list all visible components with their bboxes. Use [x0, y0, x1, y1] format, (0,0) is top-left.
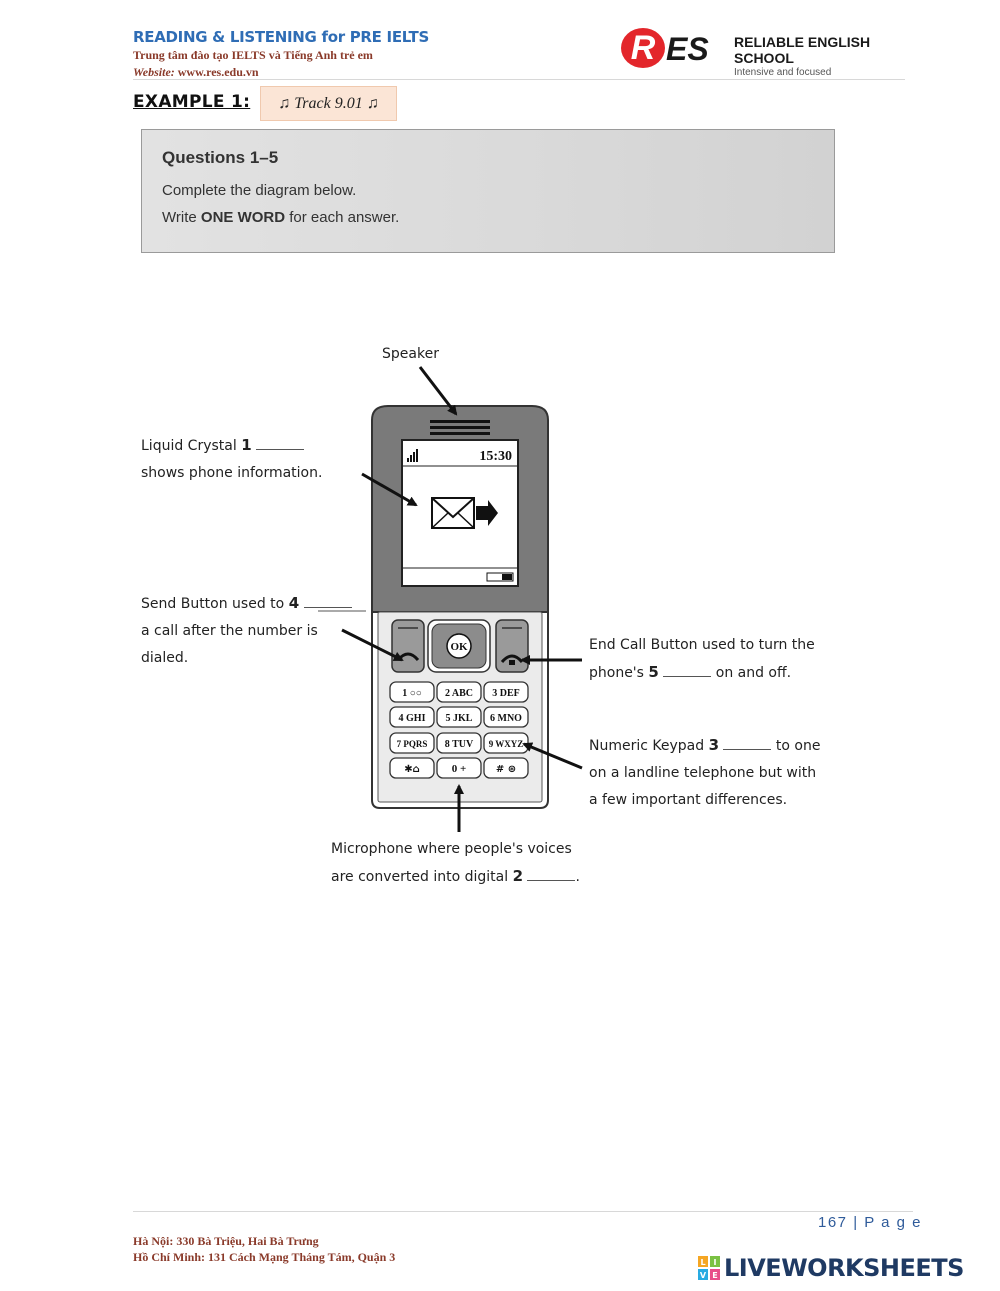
svg-text:6 MNO: 6 MNO [490, 713, 522, 724]
ok-button [446, 633, 472, 659]
keypad-key: 5 JKL [436, 706, 482, 728]
audio-track-button[interactable]: ♫ Track 9.01 ♫ [260, 86, 397, 121]
address-hcm: Hồ Chí Minh: 131 Cách Mạng Tháng Tám, Qu… [133, 1250, 396, 1264]
keypad-key: 2 ABC [436, 681, 482, 703]
keypad-key: 8 TUV [436, 732, 482, 754]
logo-es-letters: ES [666, 31, 709, 67]
keypad-key: # ⊛ [483, 757, 529, 779]
questions-word-limit: Write ONE WORD for each answer. [162, 209, 400, 226]
example-heading: EXAMPLE 1: [133, 92, 251, 112]
svg-text:E: E [712, 1271, 717, 1280]
footer-divider [133, 1211, 913, 1212]
lcd-label: Liquid Crystal 1 shows phone information… [141, 436, 323, 481]
liveworksheets-wordmark: LIVEWORKSHEETS [724, 1254, 964, 1282]
logo-text: RELIABLE ENGLISH SCHOOL Intensive and fo… [734, 34, 910, 78]
svg-text:0 +: 0 + [452, 763, 467, 775]
questions-instruction: Complete the diagram below. [162, 182, 357, 199]
keypad-key: 6 MNO [483, 706, 529, 728]
center-subtitle: Trung tâm đào tạo IELTS và Tiếng Anh trẻ… [133, 48, 373, 62]
school-tagline: Intensive and focused [734, 67, 832, 78]
keypad-key: 3 DEF [483, 681, 529, 703]
answer-blank-3[interactable] [723, 738, 772, 750]
microphone-label: Microphone where people's voices are con… [331, 841, 580, 885]
svg-text:2 ABC: 2 ABC [445, 688, 473, 699]
answer-blank-2[interactable] [527, 869, 576, 881]
svg-text:4 GHI: 4 GHI [399, 713, 426, 724]
keypad-key: 1 ○○ [389, 681, 435, 703]
svg-text:V: V [700, 1271, 707, 1280]
forward-arrow-icon [476, 500, 498, 526]
keypad-key: 4 GHI [389, 706, 435, 728]
envelope-icon [431, 497, 475, 529]
svg-text:7 PQRS: 7 PQRS [397, 739, 428, 749]
school-name: RELIABLE ENGLISH SCHOOL [734, 34, 871, 66]
speaker-arrow [418, 366, 458, 416]
lcd-arrow [361, 472, 418, 507]
battery-icon [486, 572, 514, 582]
send-arrow [341, 628, 404, 662]
answer-blank-5[interactable] [663, 665, 712, 677]
header-divider [133, 79, 905, 80]
questions-title: Questions 1–5 [162, 148, 279, 167]
res-logo: R ES RELIABLE ENGLISH SCHOOL Intensive a… [620, 26, 910, 78]
speaker-grill [430, 420, 490, 435]
page-number: 167 | P a g e [818, 1214, 923, 1231]
svg-text:5 JKL: 5 JKL [446, 713, 473, 724]
ok-label: OK [450, 641, 468, 653]
signal-icon [407, 449, 418, 462]
end-call-label: End Call Button used to turn the phone's… [589, 637, 815, 681]
liveworksheets-blocks-icon: L I V E [698, 1256, 720, 1280]
send-label: Send Button used to 4 a call after the n… [141, 590, 352, 672]
answer-blank-4[interactable] [303, 596, 352, 608]
speaker-label: Speaker [382, 346, 439, 362]
svg-text:1 ○○: 1 ○○ [402, 688, 422, 699]
svg-text:# ⊛: # ⊛ [496, 764, 516, 775]
keypad-key: ✱⌂ [389, 757, 435, 779]
logo-r-letter: R [631, 29, 656, 67]
numeric-keypad: 1 ○○ 2 ABC 3 DEF 4 GHI 5 JKL 6 MNO 7 PQR… [389, 681, 529, 779]
liveworksheets-logo[interactable]: L I V E LIVEWORKSHEETS [698, 1254, 964, 1282]
book-title: READING & LISTENING for PRE IELTS [133, 28, 429, 46]
svg-text:9 WXYZ: 9 WXYZ [489, 739, 524, 749]
website-url[interactable]: www.res.edu.vn [177, 65, 259, 79]
svg-text:8 TUV: 8 TUV [445, 739, 474, 750]
address-hanoi: Hà Nội: 330 Bà Triệu, Hai Bà Trưng [133, 1234, 319, 1248]
keypad-key: 9 WXYZ [483, 732, 529, 754]
keypad-arrow [522, 742, 583, 770]
svg-text:✱⌂: ✱⌂ [404, 764, 420, 775]
res-logo-mark: R ES [621, 28, 709, 68]
screen-time: 15:30 [479, 449, 512, 464]
svg-text:3 DEF: 3 DEF [492, 688, 520, 699]
keypad-key: 7 PQRS [389, 732, 435, 754]
keypad-key: 0 + [436, 757, 482, 779]
website-label: Website: [133, 65, 175, 79]
questions-box: Questions 1–5 Complete the diagram below… [141, 129, 835, 253]
header-left: READING & LISTENING for PRE IELTS Trung … [133, 28, 429, 80]
keypad-label: Numeric Keypad 3 to one on a landline te… [589, 736, 821, 808]
svg-text:L: L [700, 1258, 705, 1267]
svg-text:I: I [714, 1258, 717, 1267]
website-line: Website: www.res.edu.vn [133, 65, 429, 80]
answer-blank-1[interactable] [256, 438, 305, 450]
